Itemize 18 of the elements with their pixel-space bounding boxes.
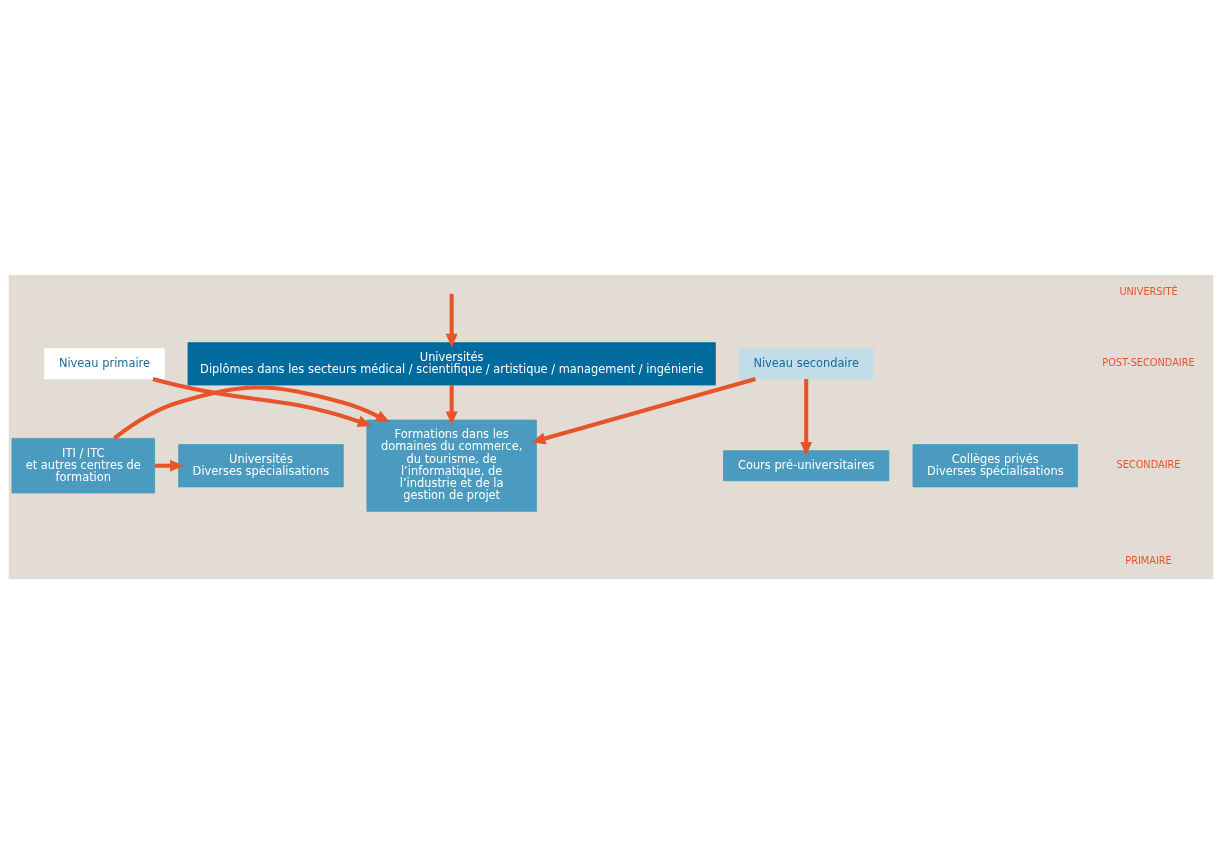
- node-box: Niveau primaire: [44, 348, 165, 380]
- node-box: Formations dans les domaines du commerce, du tourisme, de l’informatique, de l’industrie et de la gestion de projet: [366, 419, 537, 512]
- label: POST-SECONDAIRE: [1102, 357, 1195, 369]
- label: UNIVERSITÉ: [1119, 286, 1178, 298]
- arrow: [531, 377, 756, 445]
- node-box: Collèges privés Diverses spécialisations: [912, 444, 1078, 488]
- node-box: Universités Diplômes dans les secteurs médical / scientifique / artistique / management / ingénierie: [187, 342, 716, 386]
- arrow: [113, 385, 390, 440]
- node-box: ITI / ITC et autres centres de formation: [11, 438, 155, 494]
- arrow: [445, 293, 458, 348]
- arrow: [800, 379, 813, 456]
- node-box: Universités Diverses spécialisations: [178, 444, 344, 488]
- node-box: Niveau secondaire: [738, 348, 874, 380]
- label: PRIMAIRE: [1125, 554, 1172, 566]
- arrow: [152, 377, 372, 427]
- label: SECONDAIRE: [1116, 459, 1181, 471]
- node-box: Cours pré-universitaires: [723, 450, 890, 482]
- arrow: [445, 385, 458, 426]
